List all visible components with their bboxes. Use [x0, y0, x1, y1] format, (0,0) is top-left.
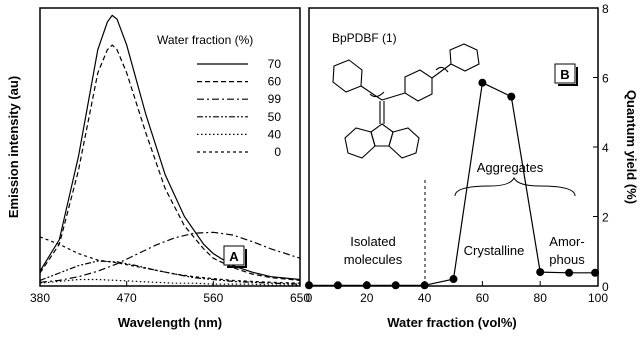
panel-a-label-box-shadow	[227, 249, 247, 268]
quantum-yield-point	[333, 281, 342, 290]
legend-entry: 70	[268, 57, 282, 71]
structure-fluorene-left-ring	[344, 127, 376, 159]
legend-entry: 40	[268, 127, 282, 141]
quantum-yield-point	[420, 281, 429, 290]
compound-label: BpPDBF (1)	[332, 31, 397, 45]
structure-fluorene-five-ring	[370, 123, 394, 147]
y-tick-label: 8	[602, 2, 609, 16]
aggregates-label: Aggregates	[477, 160, 544, 175]
quantum-yield-point	[591, 268, 600, 277]
panel-a-frame	[39, 7, 301, 287]
quantum-yield-point	[565, 268, 574, 277]
panel-b-x-axis-label: Water fraction (vol%)	[387, 315, 517, 330]
y-tick-label: 6	[602, 72, 609, 86]
legend-entry: 0	[274, 145, 281, 159]
structure-bond	[431, 63, 452, 79]
emission-curve-60	[39, 44, 301, 281]
legend-entry: 99	[268, 92, 282, 106]
structure-rotation-arrow	[435, 66, 449, 73]
panel-b-series	[305, 78, 600, 290]
panel-b-frame	[308, 7, 599, 287]
x-tick-label: 80	[534, 291, 548, 305]
x-tick-label: 20	[360, 291, 374, 305]
quantum-yield-point	[362, 281, 371, 290]
x-tick-label: 470	[117, 291, 137, 305]
structure-rotation-arrow	[369, 91, 385, 98]
panel-a-x-axis-label: Wavelength (nm)	[118, 315, 222, 330]
panel-b-y-ticks: 0 2 4 6 8	[593, 2, 609, 294]
quantum-yield-point	[478, 78, 487, 87]
panel-a-label: A	[229, 249, 239, 264]
y-tick-label: 4	[602, 141, 609, 155]
x-tick-label: 380	[30, 291, 50, 305]
quantum-yield-point	[391, 281, 400, 290]
y-tick-label: 2	[602, 211, 609, 225]
x-tick-label: 0	[306, 291, 313, 305]
x-tick-label: 560	[203, 291, 223, 305]
emission-curve-50	[39, 260, 301, 285]
quantum-yield-point	[305, 281, 313, 290]
emission-curve-40	[39, 278, 300, 286]
panel-a-legend: 70 60 99 50 40 0	[197, 57, 281, 159]
x-tick-label: 60	[476, 291, 490, 305]
structure-phenyl-ring	[332, 59, 363, 93]
structure-bond	[360, 85, 383, 101]
amorphous-label-line1: Amor-	[549, 234, 584, 249]
legend-entry: 60	[268, 75, 282, 89]
x-tick-label: 650	[290, 291, 310, 305]
quantum-yield-point	[507, 92, 516, 101]
panel-a-x-ticks: 380 470 560 650	[30, 281, 310, 305]
isolated-label-line2: molecules	[344, 252, 403, 267]
panel-a-legend-title: Water fraction (%)	[157, 33, 253, 47]
x-tick-label: 40	[418, 291, 432, 305]
bppdbf-structure	[332, 43, 480, 159]
y-tick-label: 0	[602, 280, 609, 294]
panel-b-label: B	[560, 67, 569, 82]
crystalline-label: Crystalline	[464, 243, 525, 258]
panel-b-label-box-shadow	[558, 67, 578, 86]
panel-b-label-box	[554, 63, 576, 84]
aggregates-brace	[454, 176, 576, 197]
isolated-label-line1: Isolated	[350, 234, 396, 249]
panel-a: 380 470 560 650 Wavelength (nm) Emission in…	[6, 7, 310, 330]
panel-b: 0 20 40 60 80 100 0 2 4 6 8 Water fraction (vol%)…	[305, 2, 639, 330]
quantum-yield-point	[449, 275, 458, 284]
panel-a-y-axis-label: Emission intensity (au)	[6, 76, 21, 218]
quantum-yield-point	[536, 268, 545, 277]
structure-bond	[381, 92, 406, 101]
structure-fluorene-right-ring	[388, 127, 420, 159]
legend-entry: 50	[268, 110, 282, 124]
panel-b-y-axis-label: Quantum yield (%)	[624, 90, 639, 204]
panel-a-label-box	[223, 245, 245, 266]
amorphous-label-line2: phous	[549, 252, 585, 267]
x-tick-label: 100	[588, 291, 608, 305]
